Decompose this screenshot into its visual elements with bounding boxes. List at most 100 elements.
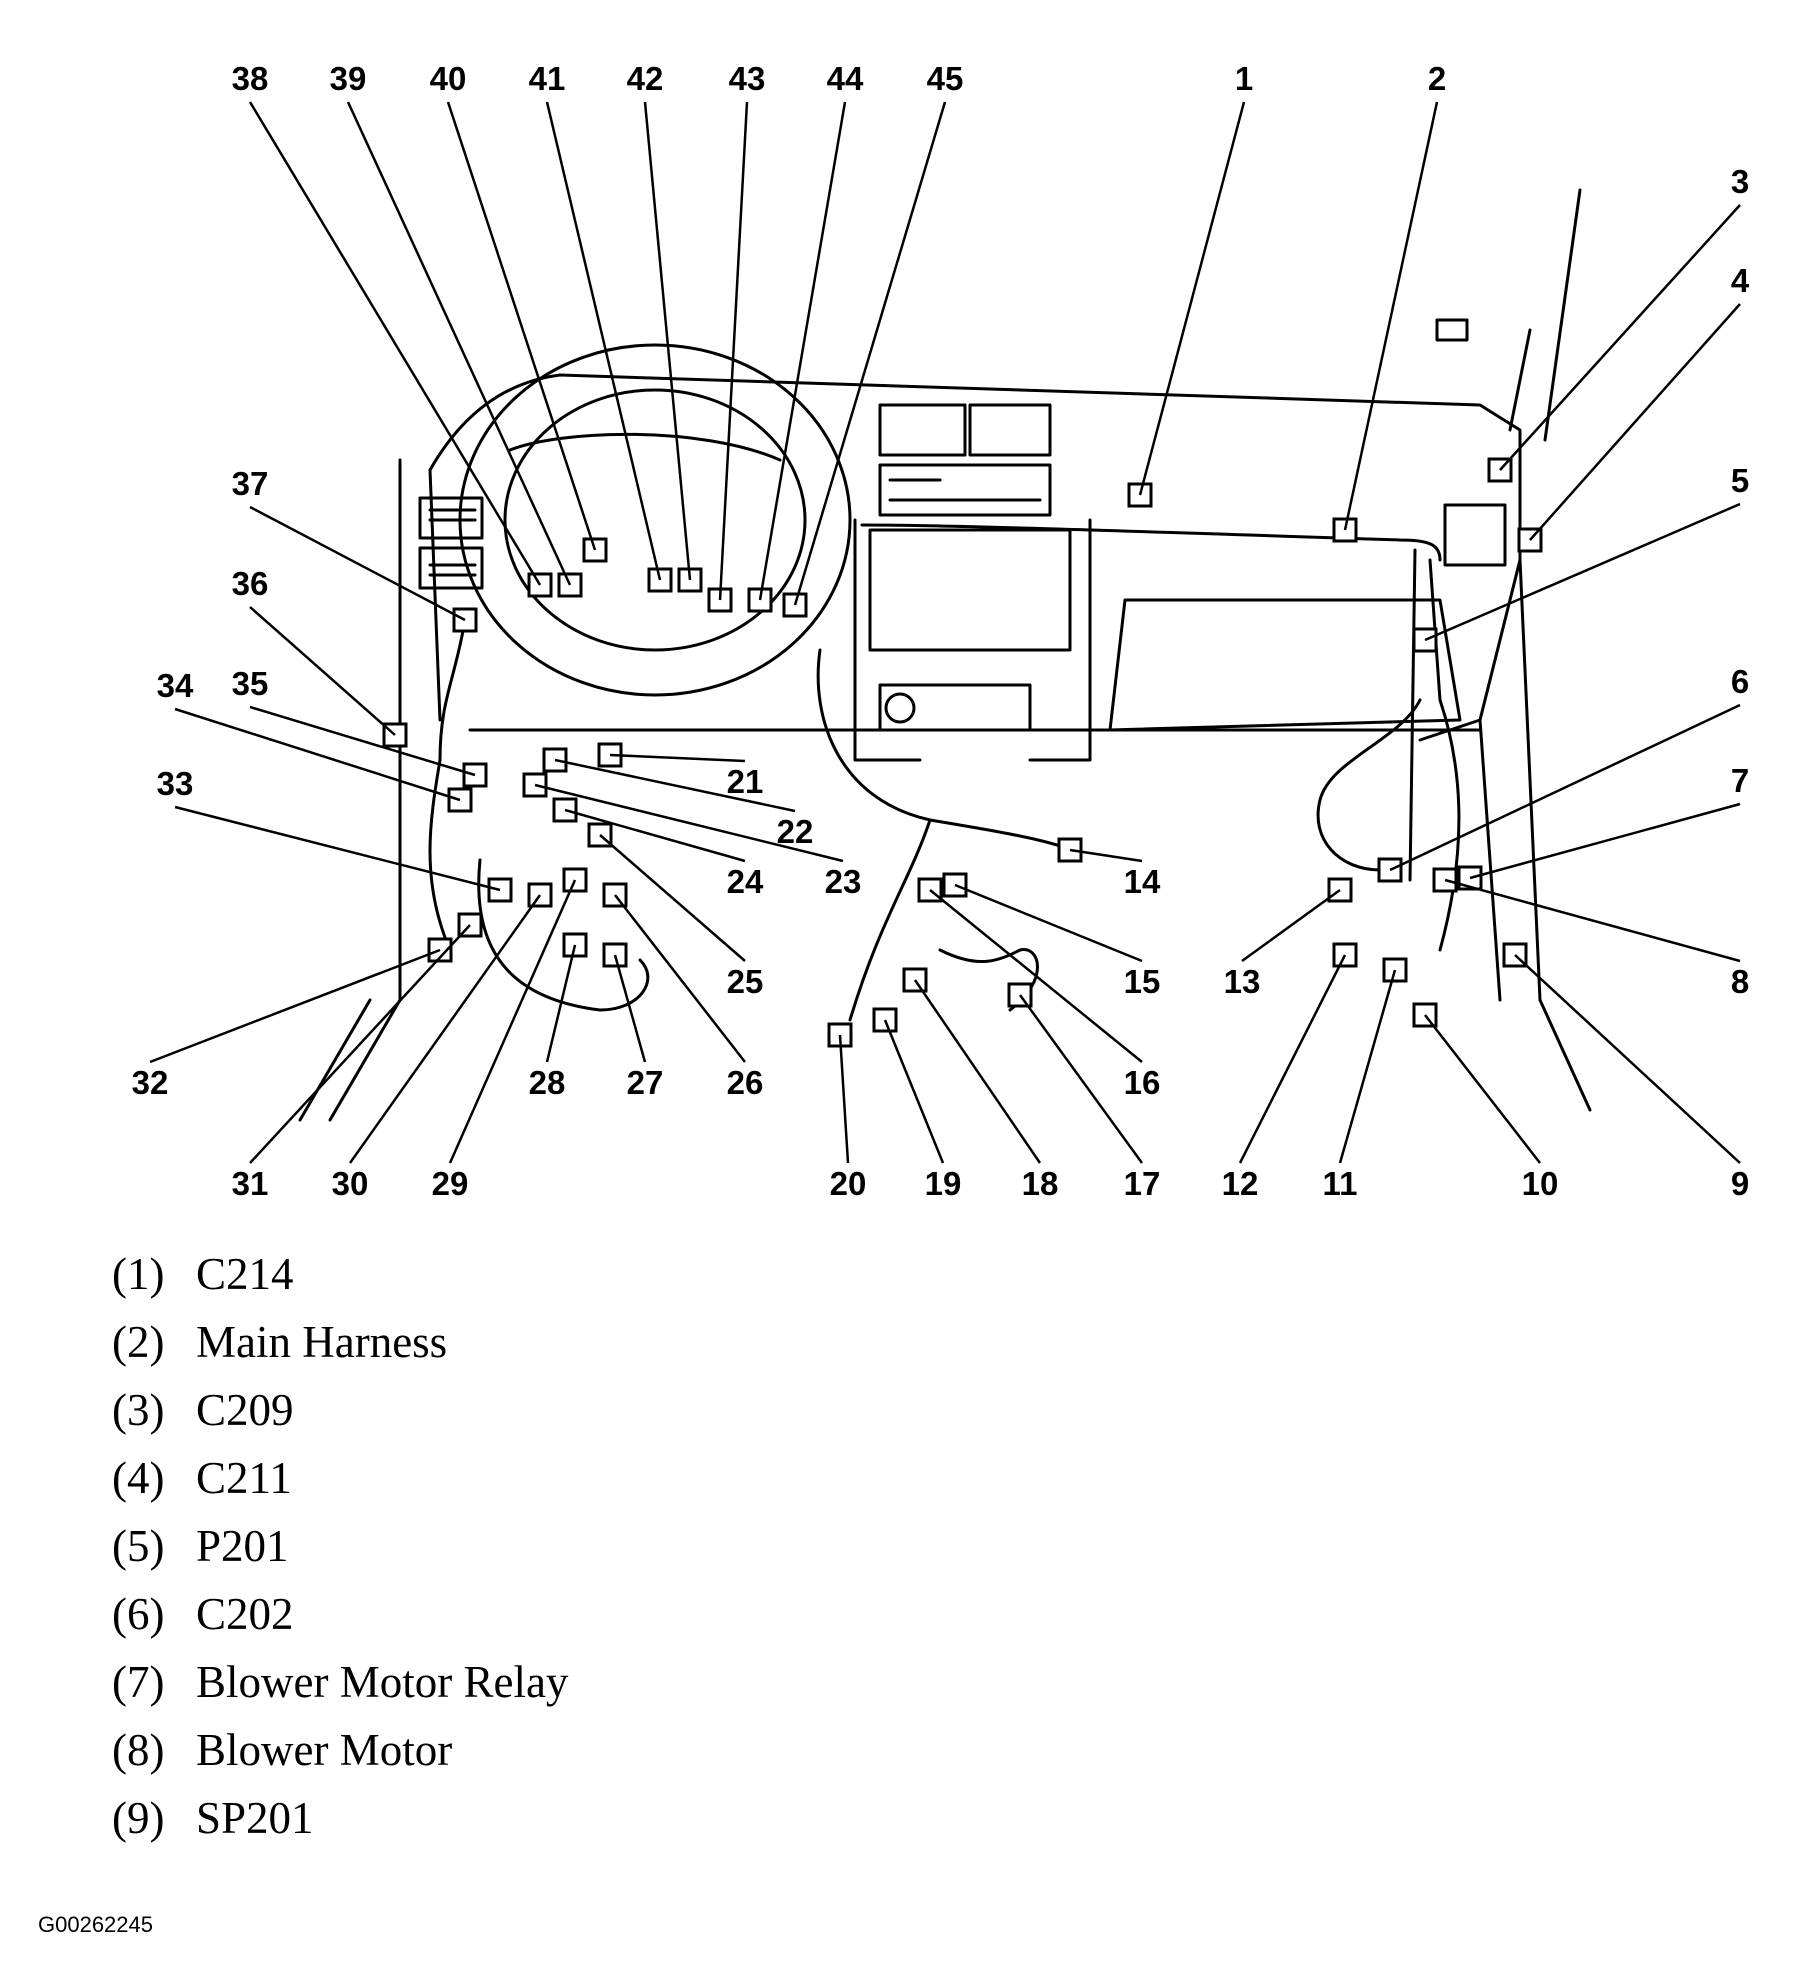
legend-number: (8) (112, 1725, 165, 1775)
callout-32: 32 (132, 1064, 169, 1101)
callout-1: 1 (1235, 60, 1253, 97)
leader-line-39 (346, 101, 572, 586)
left-vent-upper (418, 496, 484, 540)
callout-3: 3 (1731, 163, 1749, 200)
leader-line-19 (883, 1019, 945, 1164)
leader-line-18 (913, 979, 1042, 1164)
left-vent-lower (418, 546, 484, 590)
leader-line-43 (718, 101, 749, 601)
leader-line-2 (1343, 101, 1439, 531)
callout-25: 25 (727, 963, 764, 1000)
leader-line-5 (1424, 502, 1741, 642)
leader-line-8 (1444, 878, 1741, 963)
leader-line-7 (1469, 802, 1741, 880)
leader-line-22 (554, 758, 796, 813)
callout-18: 18 (1022, 1165, 1059, 1202)
legend-item: (3)C209 (112, 1376, 1512, 1444)
legend-item: (9)SP201 (112, 1784, 1512, 1852)
right-corner-part (1435, 318, 1469, 342)
legend-label: C214 (196, 1249, 294, 1299)
legend-list: (1) C214 (2)Main Harness(3)C209(4)C211 (5) P… (112, 1240, 1512, 1852)
legend-item: (4)C211 (112, 1444, 1512, 1512)
callout-36: 36 (232, 565, 269, 602)
leader-line-35 (249, 705, 476, 777)
callout-7: 7 (1731, 762, 1749, 799)
leader-line-44 (758, 101, 847, 601)
legend-number: (9) (112, 1793, 165, 1843)
leader-line-3 (1499, 204, 1741, 471)
legend-number: (5) (112, 1521, 165, 1571)
leader-line-16 (929, 889, 1143, 1063)
callout-27: 27 (627, 1064, 664, 1101)
callout-15: 15 (1124, 963, 1161, 1000)
harness-left-lower-loop (477, 858, 650, 1012)
legend-item: (7) Blower Motor Relay (112, 1648, 1512, 1716)
center-display-right (968, 403, 1052, 457)
vent-slats (428, 508, 477, 577)
legend-label: Blower Motor (196, 1725, 453, 1775)
center-console-sides (853, 518, 1092, 762)
leader-line-4 (1529, 303, 1741, 541)
climate-control-panel (878, 463, 1052, 517)
callout-40: 40 (430, 60, 467, 97)
radio-knob (884, 692, 916, 724)
right-vent (1443, 503, 1507, 567)
lower-right-trim (1538, 998, 1592, 1112)
legend-number: (4) (112, 1453, 165, 1503)
callout-4: 4 (1731, 262, 1750, 299)
harness-left-drop (428, 618, 467, 952)
leader-line-20 (838, 1034, 850, 1164)
legend-label: P201 (196, 1521, 289, 1571)
glove-box (1108, 598, 1462, 732)
callout-11: 11 (1323, 1165, 1358, 1202)
leader-line-26 (614, 894, 746, 1063)
figure-code: G00262245 (38, 1912, 153, 1937)
leader-line-31 (249, 924, 471, 1164)
callout-28: 28 (529, 1064, 566, 1101)
callout-37: 37 (232, 465, 269, 502)
legend-item: (2)Main Harness (112, 1308, 1512, 1376)
leader-line-25 (599, 834, 746, 962)
callout-2: 2 (1428, 60, 1446, 97)
callout-9: 9 (1731, 1165, 1749, 1202)
leader-line-10 (1424, 1014, 1541, 1164)
center-display-left (878, 403, 967, 457)
callout-22: 22 (777, 813, 814, 850)
legend-item: (6)C202 (112, 1580, 1512, 1648)
callout-33: 33 (157, 765, 194, 802)
callout-31: 31 (232, 1165, 269, 1202)
legend-item: (5) P201 (112, 1512, 1512, 1580)
leader-line-37 (249, 505, 466, 622)
harness-right-branch (1316, 698, 1422, 872)
callout-24: 24 (727, 863, 764, 900)
callout-26: 26 (727, 1064, 764, 1101)
climate-slider-track (888, 478, 1042, 502)
legend-number: (1) (112, 1249, 165, 1299)
steering-wheel-inner (503, 388, 807, 652)
callout-5: 5 (1731, 462, 1749, 499)
leader-line-23 (534, 783, 844, 863)
callout-45: 45 (927, 60, 964, 97)
leader-line-41 (545, 101, 662, 581)
callout-10: 10 (1522, 1165, 1559, 1202)
callout-16: 16 (1124, 1064, 1161, 1101)
callout-44: 44 (827, 60, 864, 97)
leader-line-45 (793, 101, 947, 606)
callout-19: 19 (925, 1165, 962, 1202)
leader-line-32 (149, 948, 441, 1064)
legend-number: (7) (112, 1657, 165, 1707)
leader-line-30 (348, 894, 542, 1164)
callout-34: 34 (157, 667, 194, 704)
leader-line-11 (1338, 969, 1397, 1164)
callout-42: 42 (627, 60, 664, 97)
leader-line-24 (564, 808, 746, 863)
legend-label: Blower Motor Relay (196, 1657, 569, 1707)
main-harness-wire (860, 523, 1442, 562)
callout-39: 39 (330, 60, 367, 97)
leader-line-36 (249, 606, 396, 736)
callout-12: 12 (1222, 1165, 1259, 1202)
leader-line-12 (1238, 954, 1347, 1164)
callout-35: 35 (232, 665, 269, 702)
callout-43: 43 (729, 60, 766, 97)
